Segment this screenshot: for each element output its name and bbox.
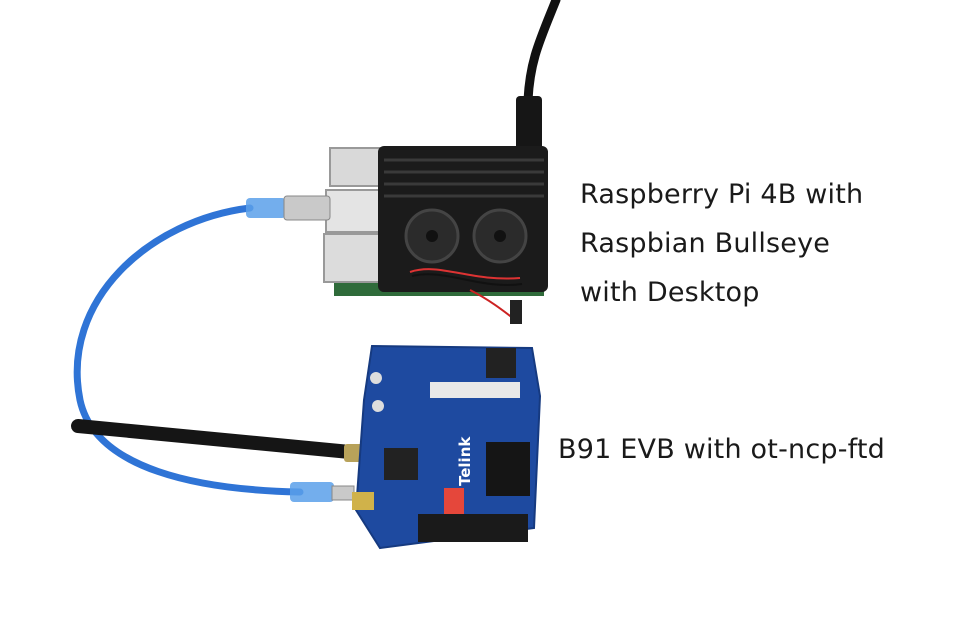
rpi-usb-port-2	[325, 189, 385, 233]
caption-line: Raspbian Bullseye	[580, 228, 831, 259]
b91-evb-board: Telink	[352, 344, 542, 550]
raspberry-pi-caption: Raspberry Pi 4B with Raspbian Bullseye w…	[580, 170, 863, 317]
b91-evb-caption: B91 EVB with ot-ncp-ftd	[558, 434, 886, 465]
raspberry-pi-4b	[323, 146, 548, 324]
caption-line: Raspberry Pi 4B with	[580, 179, 864, 210]
caption-line: with Desktop	[580, 277, 760, 308]
board-silkscreen-text: Telink	[456, 436, 474, 486]
rpi-ethernet-port	[323, 233, 385, 283]
b91-soc-chip	[384, 448, 418, 480]
rpi-heatsink-case	[378, 146, 548, 292]
dip-switch	[444, 488, 464, 514]
usb-cable	[73, 195, 355, 502]
power-plug	[516, 96, 542, 156]
power-cable	[523, 0, 561, 105]
